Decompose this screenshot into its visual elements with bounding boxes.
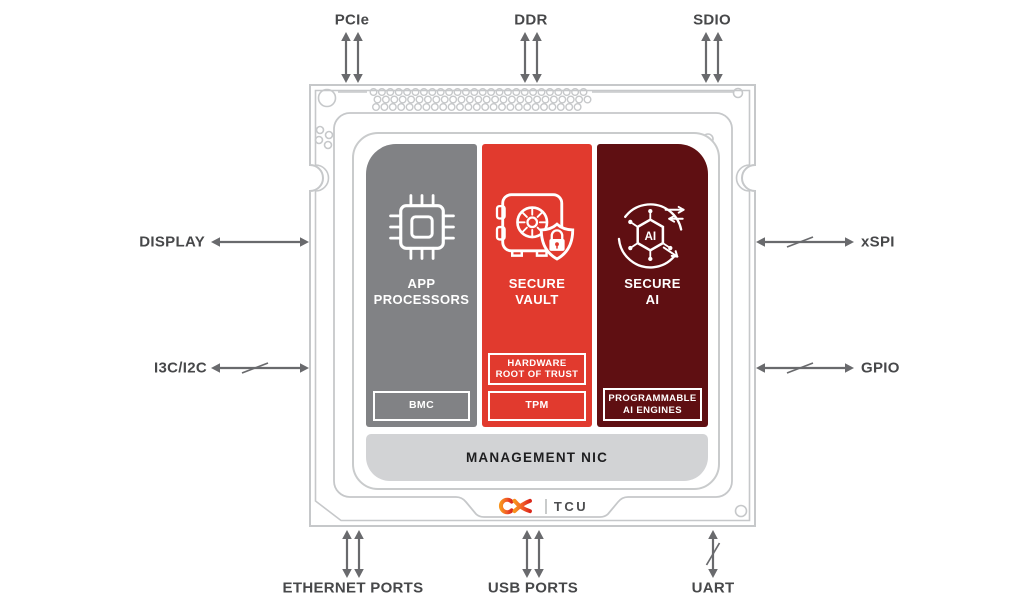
gpio-arrow [756, 362, 854, 374]
secure-ai-title: SECURE AI [624, 276, 681, 307]
usb-ports-label: USB PORTS [487, 579, 579, 597]
usb-ports-arrow [522, 530, 544, 578]
sdio-label: SDIO [693, 11, 731, 29]
block-secure-ai: AI SECURE AI PROGRAMMABL [597, 144, 708, 427]
logo-divider [544, 498, 547, 514]
pcie-arrow [341, 32, 363, 83]
uart-label: UART [691, 579, 735, 597]
management-nic-bar: MANAGEMENT NIC [366, 434, 708, 481]
ddr-arrow [520, 32, 542, 83]
hardware-root-of-trust-box: HARDWARE ROOT OF TRUST [488, 353, 586, 385]
gpio-label: GPIO [861, 359, 900, 377]
vault-icon [482, 188, 592, 268]
programmable-ai-engines-box: PROGRAMMABLE AI ENGINES [603, 388, 702, 421]
ddr-label: DDR [514, 11, 548, 29]
block-app-processors: APP PROCESSORS BMC [366, 144, 477, 427]
bmc-box: BMC [373, 391, 470, 421]
uart-arrow [705, 530, 721, 578]
chip-package-outline [309, 84, 756, 527]
display-arrow [211, 237, 309, 247]
chip-icon [366, 190, 477, 264]
i3c-i2c-arrow [211, 362, 309, 374]
tpm-box: TPM [488, 391, 586, 421]
brand-logo-tab: TCU [473, 496, 609, 516]
xspi-label: xSPI [861, 233, 895, 251]
svg-text:AI: AI [644, 230, 656, 243]
app-processors-title: APP PROCESSORS [373, 276, 470, 307]
display-label: DISPLAY [139, 233, 205, 251]
secure-ai-icon: AI [597, 190, 708, 280]
logo-product-name: TCU [553, 498, 589, 514]
i3c-i2c-label: I3C/I2C [154, 359, 207, 377]
pin-field [369, 87, 592, 111]
pcie-label: PCIe [334, 11, 370, 29]
secure-vault-title: SECURE VAULT [508, 276, 566, 307]
ethernet-ports-arrow [342, 530, 364, 578]
sdio-arrow [701, 32, 723, 83]
ax-brand-logo [498, 497, 532, 515]
xspi-arrow [756, 236, 854, 248]
ethernet-ports-label: ETHERNET PORTS [282, 579, 424, 597]
block-secure-vault: SECURE VAULT HARDWARE ROOT OF TRUST TPM [482, 144, 592, 427]
